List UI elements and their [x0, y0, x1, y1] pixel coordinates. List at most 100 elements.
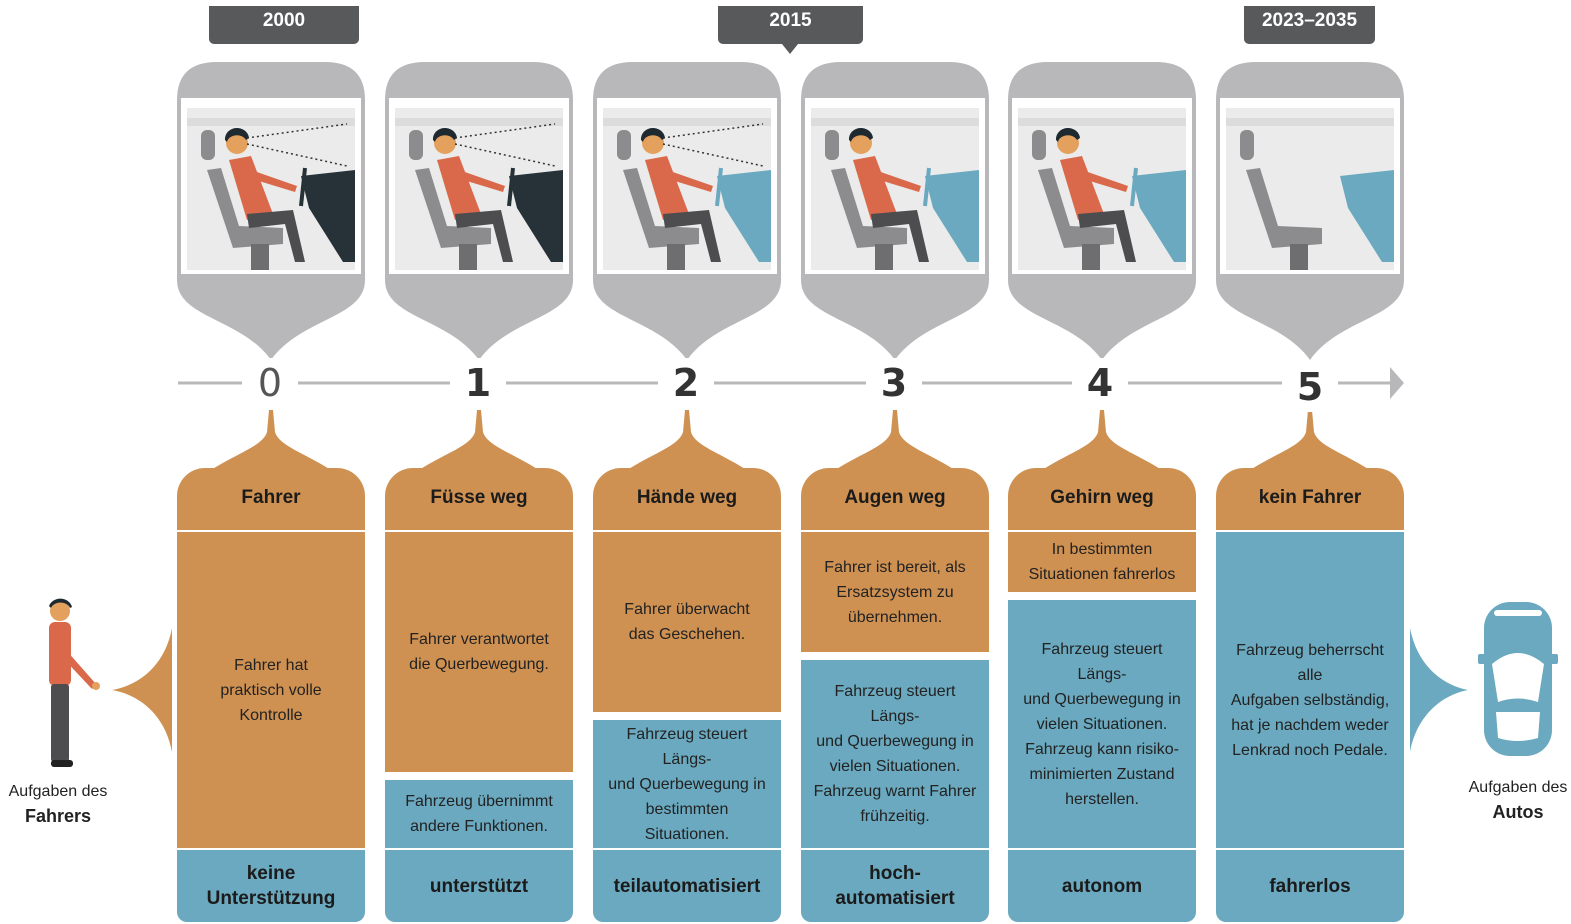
cabin-roof-line: [1226, 118, 1394, 126]
driver-tasks-label-line1: Aufgaben des: [8, 783, 108, 800]
steering-wheel: [923, 167, 931, 207]
dashboard: [1340, 170, 1394, 262]
driver-hair: [848, 127, 873, 142]
driver-torso: [853, 156, 897, 220]
level-3-driver-tasks: Fahrer ist bereit, als Ersatzsystem zu ü…: [801, 532, 989, 652]
level-2-car-tasks: Fahrzeug steuert Längs- und Querbewegung…: [593, 720, 781, 848]
driver-arm: [665, 170, 713, 192]
driver-head: [226, 132, 248, 154]
dashboard: [509, 170, 563, 262]
dashboard: [301, 170, 355, 262]
level-3-column: Augen weg Fahrer ist bereit, als Ersatzs…: [801, 468, 989, 922]
cabin-roof-line: [603, 118, 771, 126]
driver-hair: [1055, 127, 1080, 142]
level-0-column: Fahrer Fahrer hat praktisch volle Kontro…: [177, 468, 365, 922]
year-tag-2000: 2000: [209, 6, 359, 44]
car-tasks-label-line1: Aufgaben des: [1468, 779, 1568, 796]
headrest: [617, 130, 631, 160]
cockpit-illustration-5: [1216, 62, 1404, 360]
seat-back: [415, 168, 491, 248]
sight-line: [662, 123, 764, 139]
level-2-column: Hände weg Fahrer überwacht das Geschehen…: [593, 468, 781, 922]
seat-back: [1246, 168, 1322, 248]
driver-torso: [645, 156, 689, 220]
level-5: 5: [1282, 362, 1338, 412]
cockpit-illustration-3: [801, 62, 989, 360]
sight-line: [246, 143, 348, 167]
level-1-title: Füsse weg: [385, 468, 573, 530]
cabin-roof-line: [1018, 118, 1186, 126]
sight-line: [246, 123, 348, 139]
driver-head: [1057, 132, 1079, 154]
seat-base: [667, 244, 685, 270]
seat-back: [831, 168, 907, 248]
driver-tasks-label-line2: Fahrers: [24, 806, 92, 826]
seat-back: [623, 168, 699, 248]
sight-line: [454, 143, 556, 167]
level-1-label: unterstützt: [385, 850, 573, 922]
level-0-label: keine Unterstützung: [177, 850, 365, 922]
level-3: 3: [866, 358, 922, 408]
level-4-car-tasks: Fahrzeug steuert Längs- und Querbewegung…: [1008, 600, 1196, 848]
steering-wheel: [507, 167, 515, 207]
headrest: [825, 130, 839, 160]
steering-wheel: [299, 167, 307, 207]
driver-hair: [640, 127, 665, 142]
driver-funnel: [112, 628, 172, 752]
level-2-title: Hände weg: [593, 468, 781, 530]
dashboard: [717, 170, 771, 262]
headrest: [1032, 130, 1046, 160]
dashboard: [925, 170, 979, 262]
level-2-driver-tasks: Fahrer überwacht das Geschehen.: [593, 532, 781, 712]
level-5-label: fahrerlos: [1216, 850, 1404, 922]
level-5-car-tasks: Fahrzeug beherrscht alle Aufgaben selbst…: [1216, 532, 1404, 848]
driver-legs: [871, 210, 929, 262]
cockpit-illustration-4: [1008, 62, 1196, 360]
car-tasks-label: Aufgaben des Autos: [1468, 776, 1568, 826]
driver-arm: [873, 170, 921, 192]
dashboard: [1132, 170, 1186, 262]
driver-head: [850, 132, 872, 154]
car-tasks-label-line2: Autos: [1492, 802, 1544, 822]
seat-back: [1038, 168, 1114, 248]
headrest: [201, 130, 215, 160]
level-3-label: hoch- automatisiert: [801, 850, 989, 922]
car-funnel: [1410, 628, 1468, 752]
level-4-label: autonom: [1008, 850, 1196, 922]
year-tag-2023-2035: 2023–2035: [1244, 6, 1375, 44]
driver-head: [642, 132, 664, 154]
driver-legs: [455, 210, 513, 262]
driver-legs: [1078, 210, 1136, 262]
driver-tasks-label: Aufgaben des Fahrers: [8, 780, 108, 830]
year-tag-2015: 2015: [718, 6, 863, 44]
level-0-driver-tasks: Fahrer hat praktisch volle Kontrolle: [177, 532, 365, 848]
level-2: 2: [658, 358, 714, 408]
seat-base: [1082, 244, 1100, 270]
timeline-arrowhead: [1390, 367, 1404, 399]
car-top-view-icon: [1478, 602, 1558, 756]
level-1-car-tasks: Fahrzeug übernimmt andere Funktionen.: [385, 780, 573, 848]
level-1-driver-tasks: Fahrer verantwortet die Querbewegung.: [385, 532, 573, 772]
cockpit-illustration-1: [385, 62, 573, 360]
sight-line: [454, 123, 556, 139]
level-4: 4: [1072, 358, 1128, 408]
cabin-roof-line: [187, 118, 355, 126]
driver-legs: [247, 210, 305, 262]
level-4-driver-tasks: In bestimmten Situationen fahrerlos: [1008, 532, 1196, 592]
year-tag-pointer: [782, 44, 798, 54]
driver-head: [434, 132, 456, 154]
seat-back: [207, 168, 283, 248]
seat-base: [459, 244, 477, 270]
seat-base: [1290, 244, 1308, 270]
driver-torso: [229, 156, 273, 220]
driver-arm: [1080, 170, 1128, 192]
driver-torso: [1060, 156, 1104, 220]
driver-torso: [437, 156, 481, 220]
cockpit-illustration-2: [593, 62, 781, 360]
sight-line: [662, 143, 764, 167]
level-4-title: Gehirn weg: [1008, 468, 1196, 530]
driver-arm: [457, 170, 505, 192]
driver-arm: [249, 170, 297, 192]
level-4-column: Gehirn weg In bestimmten Situationen fah…: [1008, 468, 1196, 922]
